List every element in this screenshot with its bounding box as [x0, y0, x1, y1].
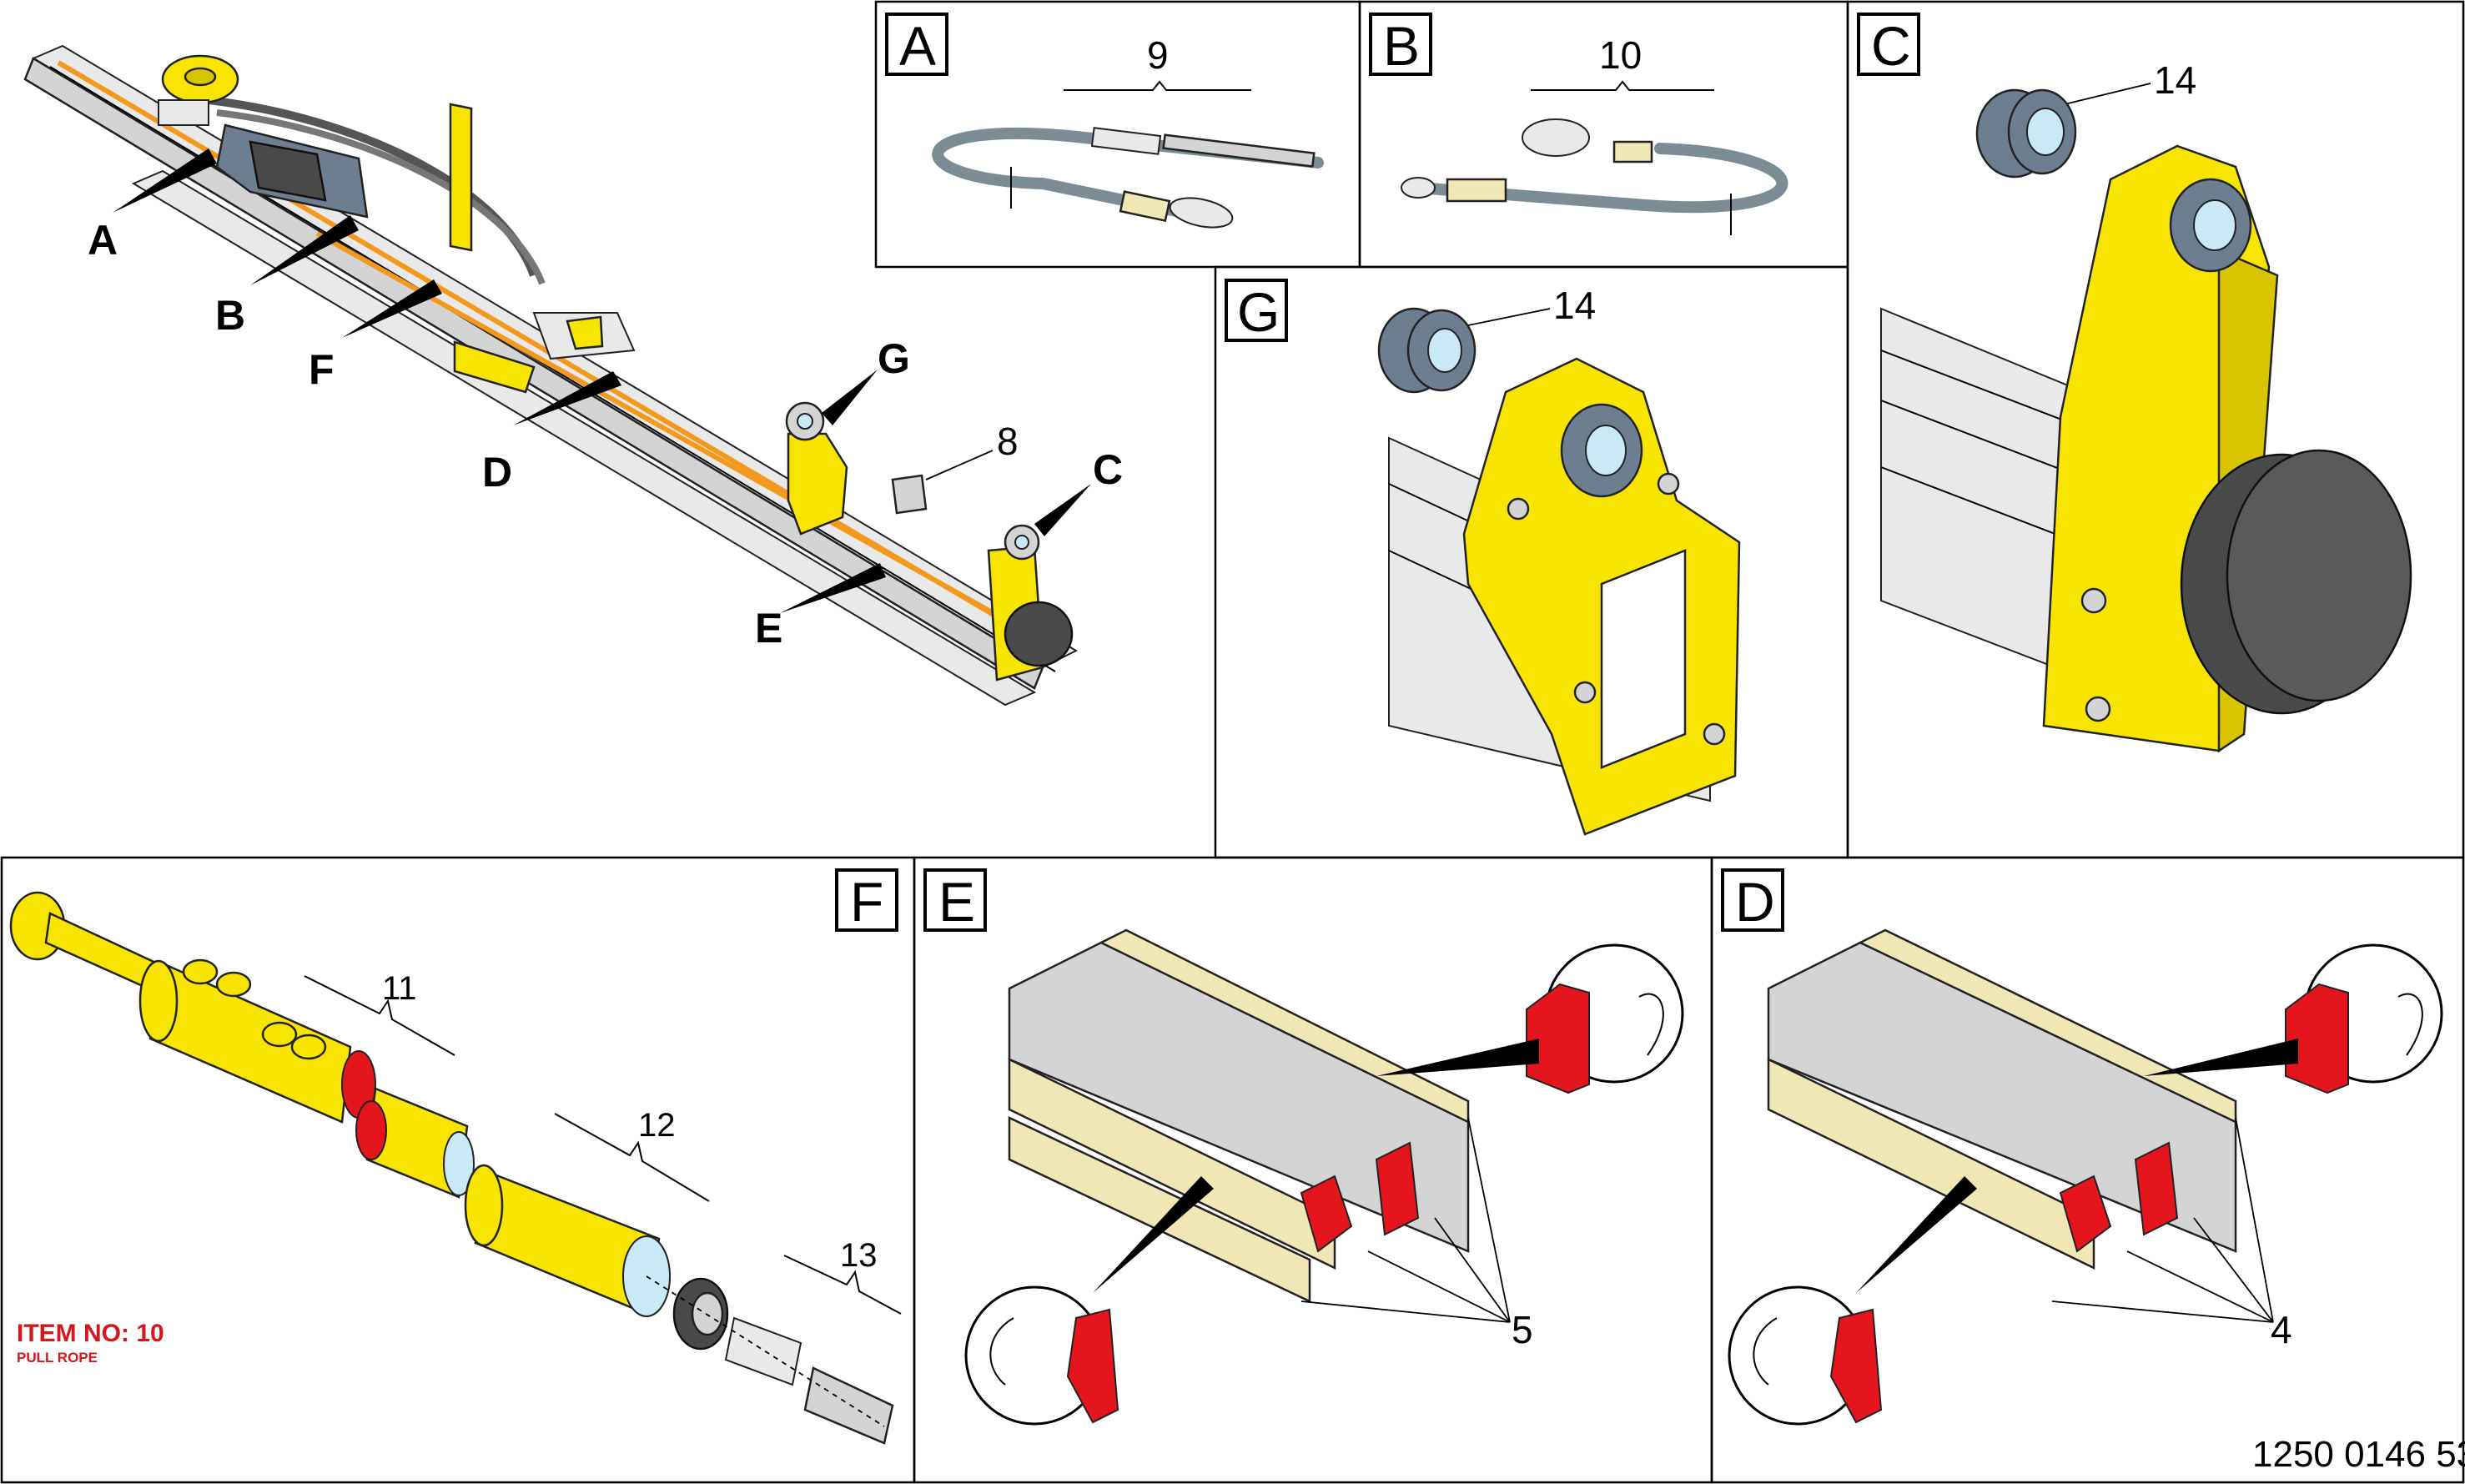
callout-part-8: 8	[997, 420, 1019, 463]
part-number-12: 12	[638, 1107, 676, 1144]
callout-c: C	[1093, 446, 1123, 493]
panel-f-label: F	[835, 868, 898, 933]
callout-arrow-c	[1034, 484, 1091, 536]
part-number-4: 4	[2271, 1308, 2292, 1351]
callout-d: D	[482, 449, 512, 496]
panel-c: C 14	[1857, 13, 2412, 753]
part-number-14-c: 14	[2154, 58, 2196, 102]
item-note-subtitle: PULL ROPE	[17, 1350, 98, 1366]
part-number-10: 10	[1599, 33, 1642, 77]
callout-arrow-d	[513, 371, 621, 425]
panel-d: D 4	[1721, 868, 2443, 1426]
svg-text:F: F	[850, 871, 883, 933]
svg-text:G: G	[1237, 281, 1280, 343]
panel-a: A 9	[885, 13, 1324, 229]
panel-a-label: A	[885, 13, 948, 77]
part-number-5: 5	[1512, 1308, 1533, 1351]
callout-a: A	[88, 217, 118, 264]
callout-arrow-e	[780, 563, 886, 613]
panel-c-label: C	[1857, 13, 1920, 77]
callout-arrow-b	[250, 215, 359, 285]
panel-f: F 11 12 13 ITEM NO: 10 PULL RO	[9, 868, 902, 1445]
svg-text:C: C	[1871, 15, 1911, 77]
svg-text:A: A	[899, 15, 936, 77]
feed-beam-overview	[23, 44, 1079, 707]
callout-b: B	[215, 292, 245, 339]
item-note-title: ITEM NO: 10	[17, 1320, 164, 1347]
part-number-11: 11	[382, 970, 417, 1007]
panel-e-label: E	[923, 868, 987, 933]
overview-callouts: A B F D G 8 C E	[88, 148, 1123, 651]
panel-e: E 5	[923, 868, 1684, 1426]
svg-text:D: D	[1735, 871, 1775, 933]
svg-text:E: E	[938, 871, 975, 933]
callout-arrow-a	[113, 148, 217, 213]
panel-g: G 14	[1225, 279, 1741, 836]
panel-b: B 10	[1369, 13, 1788, 235]
panel-d-label: D	[1721, 868, 1784, 933]
part-number-9: 9	[1147, 33, 1169, 77]
part-number-14-g: 14	[1553, 284, 1596, 327]
panel-g-label: G	[1225, 279, 1288, 343]
callout-arrow-f	[342, 279, 442, 338]
callout-e: E	[755, 605, 782, 651]
panel-b-label: B	[1369, 13, 1432, 77]
svg-text:B: B	[1383, 15, 1420, 77]
part-number-13: 13	[840, 1237, 878, 1274]
callout-arrow-g	[822, 370, 878, 425]
callout-f: F	[309, 346, 335, 393]
document-number: 1250 0146 53	[2252, 1434, 2465, 1475]
callout-g: G	[878, 335, 910, 382]
